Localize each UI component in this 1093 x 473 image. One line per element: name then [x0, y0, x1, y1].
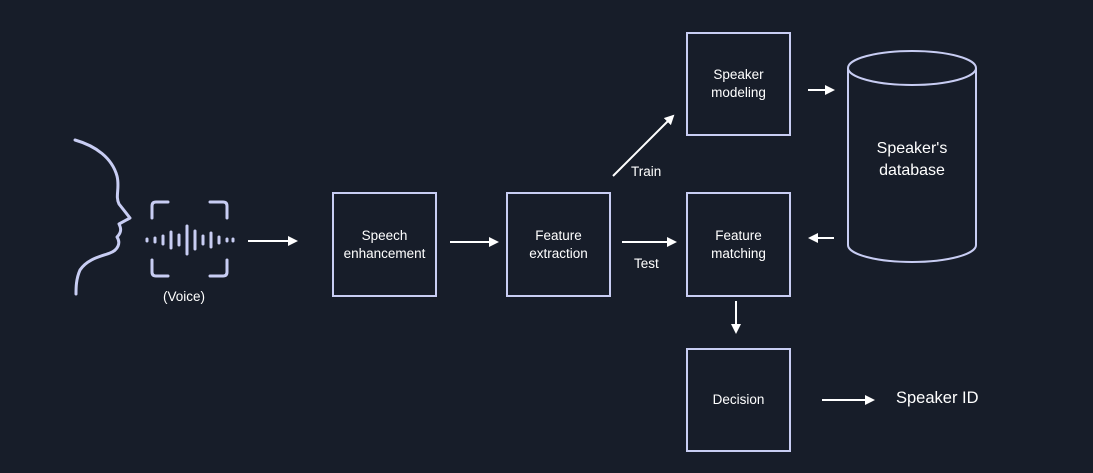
speaker-modeling-box: Speaker modeling: [686, 32, 791, 136]
database-cylinder: [847, 50, 977, 263]
speaker-id-label: Speaker ID: [896, 389, 979, 407]
voice-waveform-icon: [145, 200, 235, 278]
feature-matching-box: Feature matching: [686, 192, 791, 297]
database-label: Speaker's database: [876, 140, 948, 179]
train-label: Train: [631, 164, 662, 179]
voice-label: (Voice): [163, 289, 206, 304]
decision-box: Decision: [686, 348, 791, 452]
feature-extraction-box: Feature extraction: [506, 192, 611, 297]
arrow-extraction-to-modeling: [612, 114, 675, 177]
speech-enhancement-box: Speech enhancement: [332, 192, 437, 297]
test-label: Test: [634, 256, 659, 271]
face-profile-icon: [73, 138, 132, 296]
